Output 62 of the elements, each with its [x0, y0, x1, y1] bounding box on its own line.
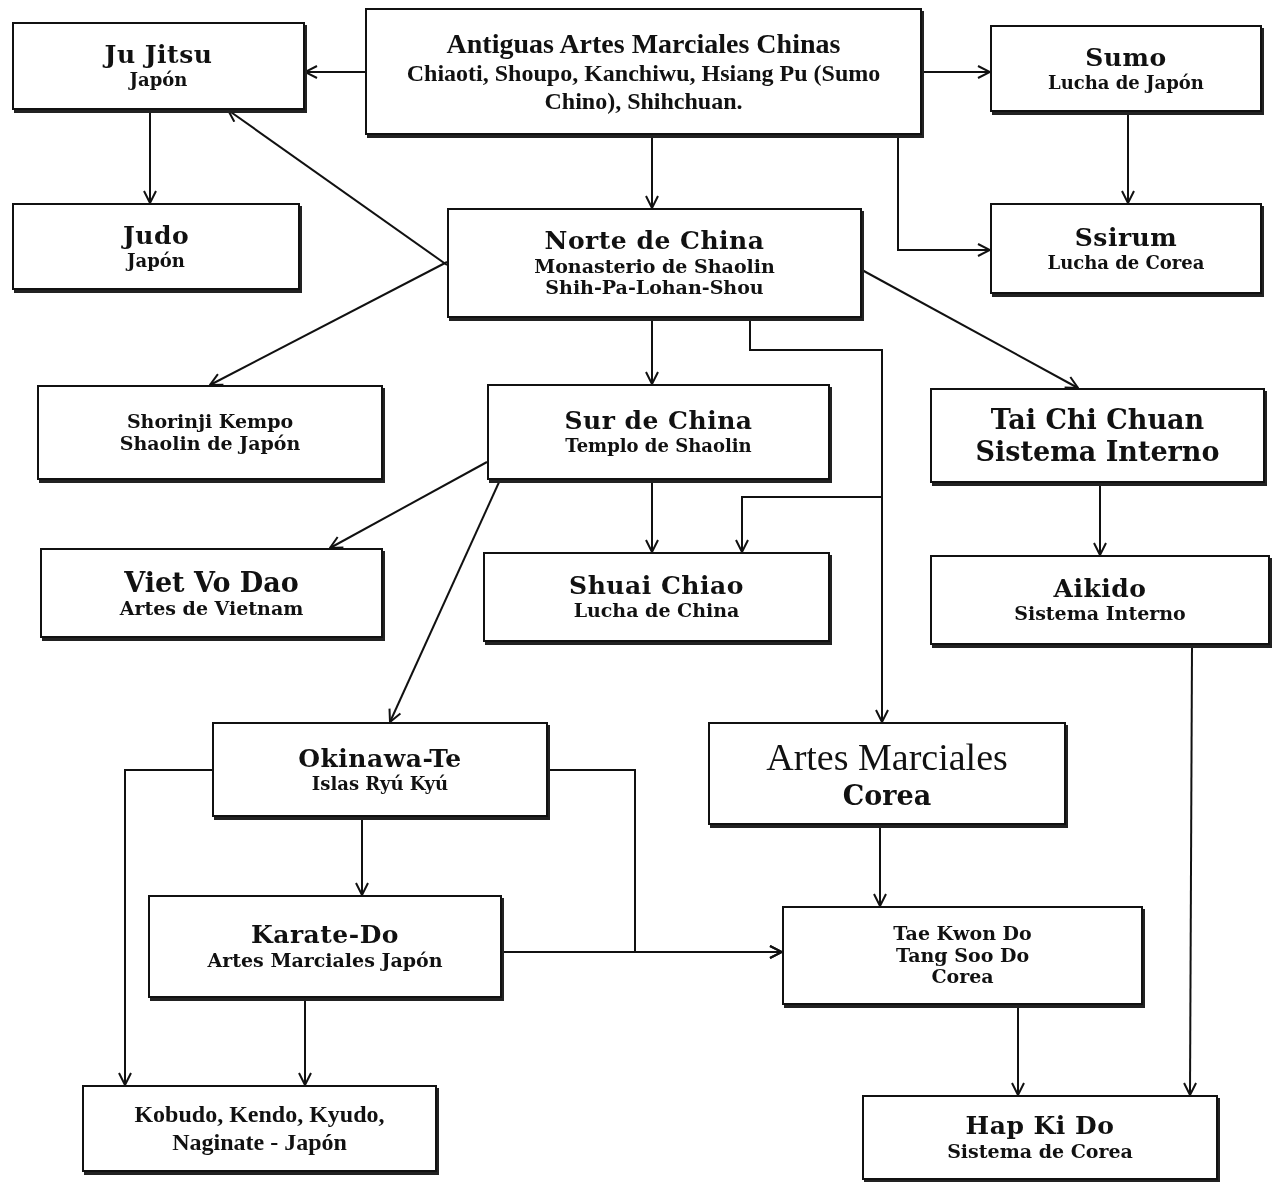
node-subtitle: Sistema Interno — [1014, 603, 1186, 626]
arrow — [118, 769, 213, 1086]
arrow — [329, 461, 488, 549]
node-title: Okinawa-Te — [298, 744, 462, 774]
node-subtitle: Artes de Vietnam — [119, 597, 304, 620]
arrow — [209, 261, 448, 386]
node-subtitle: Lucha de Corea — [1047, 252, 1205, 274]
process-box — [708, 722, 1066, 825]
arrow — [501, 945, 783, 959]
node-title: Ju Jitsu — [104, 41, 213, 70]
process-box — [930, 388, 1265, 483]
node-subtitle: Tang Soo Do — [895, 944, 1030, 967]
node-title: Sumo — [1085, 43, 1167, 73]
process-box — [483, 552, 830, 642]
node-subtitle: Sistema Interno — [975, 435, 1220, 467]
process-box — [37, 385, 383, 480]
node-subtitle: Templo de Shaolin — [565, 436, 752, 457]
node-title: Norte de China — [544, 226, 765, 256]
node-title: Artes Marciales — [766, 736, 1008, 780]
node-subtitle: Corea — [842, 779, 932, 811]
node-title: Tae Kwon Do — [893, 922, 1032, 945]
arrow — [304, 65, 366, 79]
node-subtitle: Artes Marciales Japón — [207, 949, 443, 972]
arrow — [921, 65, 991, 79]
node-title: Sur de China — [564, 407, 753, 437]
node-subtitle: Monasterio de Shaolin — [534, 255, 775, 278]
node-title: Antiguas Artes Marciales Chinas — [446, 27, 841, 60]
process-box — [487, 384, 830, 480]
process-box — [782, 906, 1143, 1005]
node-subtitle: Japón — [129, 70, 188, 91]
process-box — [365, 8, 922, 135]
node-title: Karate-Do — [251, 921, 399, 950]
node-title: Judo — [122, 221, 190, 251]
node-title: Hap Ki Do — [965, 1112, 1115, 1141]
node-subtitle: Chiaoti, Shoupo, Kanchiwu, Hsiang Pu (Sumo Chino), Shihchuan. — [405, 60, 882, 116]
node-title: Viet Vo Dao — [124, 566, 299, 598]
process-box — [12, 203, 300, 290]
process-box — [990, 203, 1262, 294]
node-title: Shorinji Kempo — [126, 410, 294, 433]
process-box — [12, 22, 305, 110]
node-title: Tai Chi Chuan — [990, 404, 1205, 436]
process-box — [990, 25, 1262, 112]
process-box — [148, 895, 502, 998]
node-subtitle: Sistema de Corea — [947, 1140, 1133, 1163]
node-subtitle: Shaolin de Japón — [119, 432, 301, 455]
process-box — [212, 722, 548, 817]
process-box — [447, 208, 862, 318]
node-subtitle: Japón — [127, 250, 185, 272]
node-title: Ssirum — [1074, 223, 1178, 253]
process-box — [930, 555, 1270, 645]
node-title: Aikido — [1053, 574, 1147, 604]
node-subtitle: Lucha de Japón — [1048, 72, 1204, 94]
node-title: Kobudo, Kendo, Kyudo, Naginate - Japón — [133, 1100, 386, 1157]
node-subtitle: Corea — [931, 966, 994, 989]
arrow — [861, 269, 1079, 389]
node-title: Shuai Chiao — [569, 571, 744, 601]
node-subtitle: Shih-Pa-Lohan-Shou — [545, 277, 764, 300]
process-box — [82, 1085, 437, 1172]
process-box — [40, 548, 383, 638]
node-subtitle: Islas Ryú Kyú — [311, 773, 449, 795]
node-subtitle: Lucha de China — [573, 600, 740, 623]
process-box — [862, 1095, 1218, 1180]
